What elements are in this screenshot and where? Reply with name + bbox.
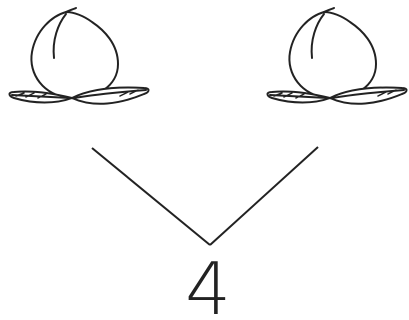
total-number: 4 (185, 247, 231, 320)
left-connector-line (92, 148, 210, 245)
right-connector-line (210, 147, 318, 245)
peach-icon (268, 8, 407, 104)
peach-icon (10, 8, 149, 104)
